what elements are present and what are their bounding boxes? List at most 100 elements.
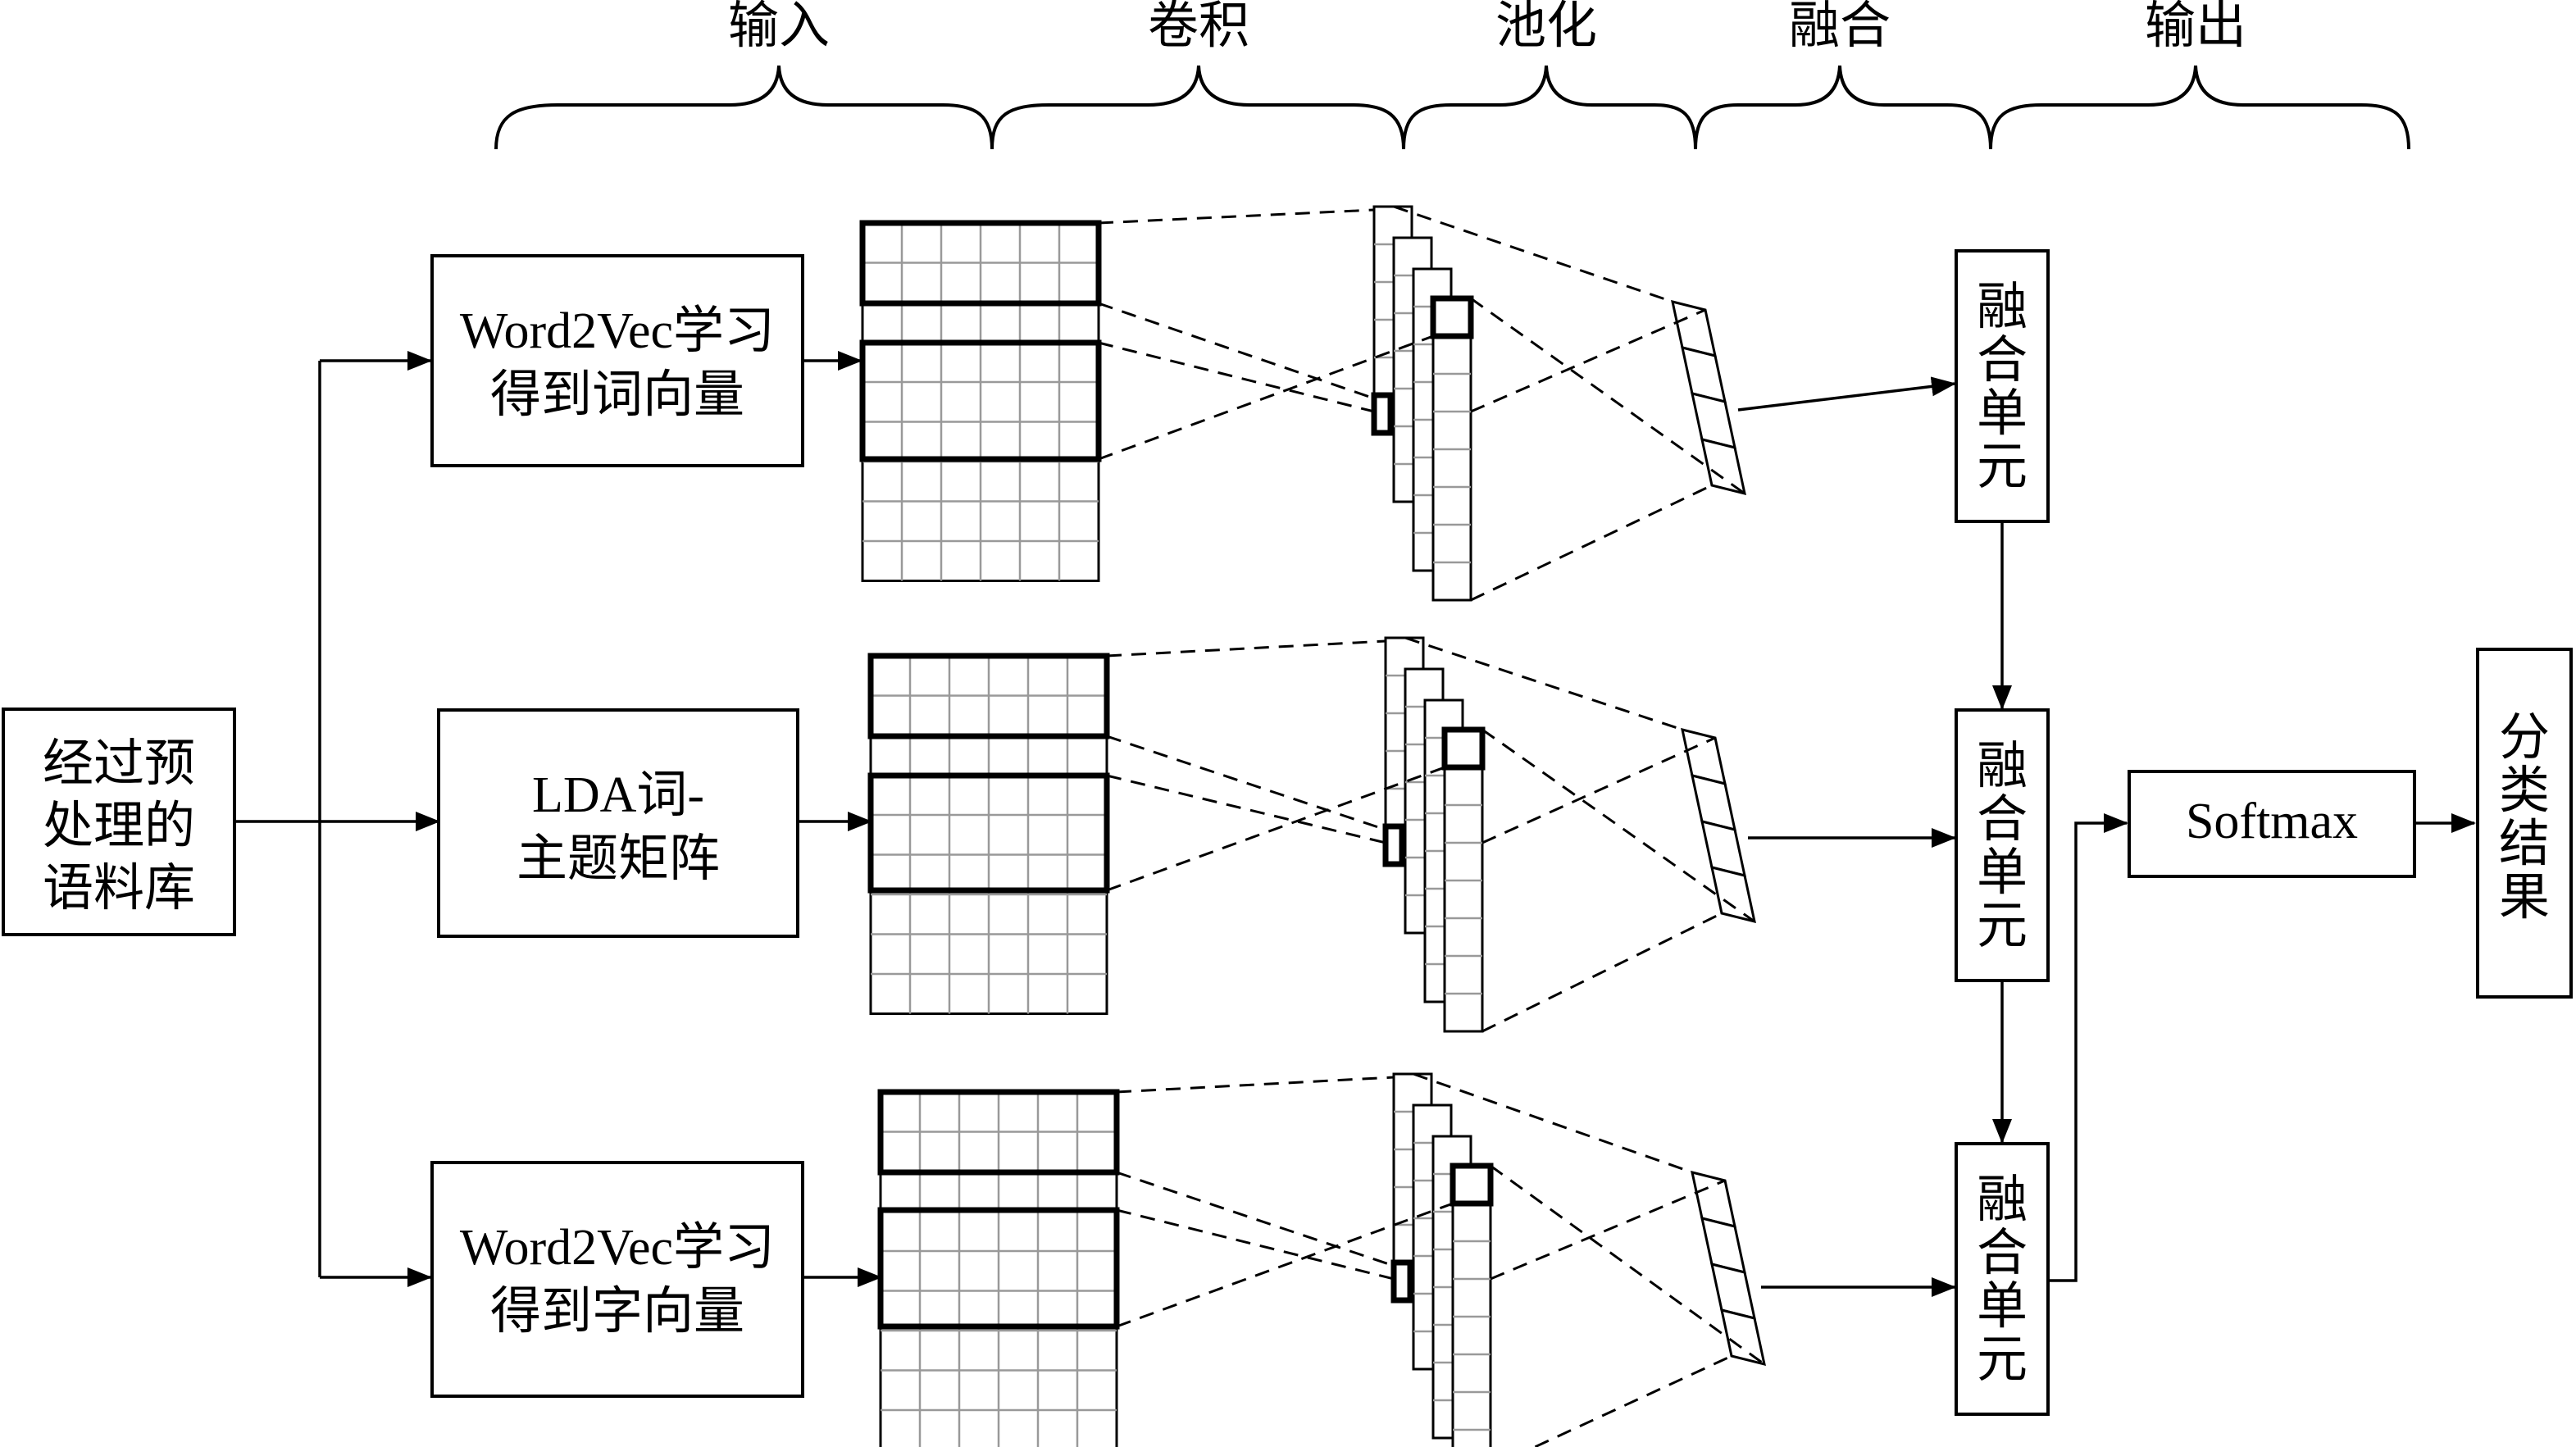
stage-braces xyxy=(494,65,2410,150)
dash-line xyxy=(1481,912,1723,1033)
dash-line xyxy=(1531,1354,1732,1447)
pooled-cell xyxy=(1700,437,1746,496)
fusion-2-char-3: 单 xyxy=(1977,845,2028,901)
dash-line xyxy=(1116,1171,1395,1267)
feature-map-highlight xyxy=(1450,1163,1494,1207)
dashes-branch-3 xyxy=(1116,1072,1765,1447)
fusion-1-char-3: 单 xyxy=(1977,386,2028,442)
pooled-cell xyxy=(1691,391,1736,450)
stage-labels: 输入 卷积 池化 融合 输出 xyxy=(728,0,2246,54)
brace-fusion xyxy=(1694,65,1992,150)
fusion-2-char-2: 合 xyxy=(1977,792,2028,848)
feature-map-highlight xyxy=(1371,392,1394,436)
fusion-3-char-1: 融 xyxy=(1977,1172,2028,1228)
feature-map-highlight xyxy=(1430,295,1474,339)
conv-window-highlight xyxy=(877,1207,1120,1330)
stage-label-output: 输出 xyxy=(2145,0,2246,54)
corpus-line-1: 经过预 xyxy=(43,736,195,792)
pooled-cell xyxy=(1671,299,1717,358)
conv-window-highlight xyxy=(859,220,1102,307)
stage-label-convolution: 卷积 xyxy=(1148,0,1249,54)
dash-line xyxy=(1098,341,1375,413)
connection-dashes xyxy=(1098,205,1765,1447)
result-char-4: 果 xyxy=(2499,870,2550,926)
dash-line xyxy=(1116,1202,1454,1328)
stage-label-fusion: 融合 xyxy=(1789,0,1891,54)
dash-line xyxy=(1098,334,1434,461)
dash-line xyxy=(1106,735,1386,831)
dashes-branch-1 xyxy=(1098,205,1745,602)
fusion-unit-3: 融 合 单 元 xyxy=(1955,1142,2050,1416)
branch-2-line-1: LDA词- xyxy=(532,767,704,823)
feature-map-stack-3 xyxy=(1390,1072,1494,1447)
feature-map-stack-2 xyxy=(1382,636,1486,1033)
fusion-2-char-1: 融 xyxy=(1977,739,2028,794)
pooled-cell xyxy=(1710,1262,1756,1321)
branch-3-line-1: Word2Vec学习 xyxy=(460,1220,775,1276)
brace-pooling xyxy=(1402,65,1697,150)
convolution-feature-maps xyxy=(1371,205,1494,1447)
corpus-line-3: 语料库 xyxy=(43,861,195,917)
dash-line xyxy=(1098,302,1375,400)
conv-window-highlight xyxy=(859,339,1102,462)
pooled-cell xyxy=(1700,819,1746,878)
brace-convolution xyxy=(990,65,1405,150)
feature-map-highlight xyxy=(1441,726,1486,771)
branch-1-line-1: Word2Vec学习 xyxy=(460,303,775,359)
branch-box-char-vectors: Word2Vec学习 得到字向量 xyxy=(430,1161,804,1398)
dashes-branch-2 xyxy=(1106,636,1755,1033)
feature-map-column xyxy=(1451,1164,1492,1447)
embedding-matrix-3 xyxy=(877,1089,1120,1447)
result-box: 分 类 结 果 xyxy=(2476,648,2573,999)
conv-window-highlight xyxy=(867,772,1110,894)
corpus-line-2: 处理的 xyxy=(43,799,195,854)
dash-line xyxy=(1098,208,1375,225)
dash-line xyxy=(1490,1179,1726,1281)
stage-label-input: 输入 xyxy=(728,0,830,54)
fusion-3-char-2: 合 xyxy=(1977,1226,2028,1281)
softmax-box: Softmax xyxy=(2128,770,2416,878)
result-char-1: 分 xyxy=(2499,710,2550,766)
dash-line xyxy=(1470,484,1713,602)
dash-line xyxy=(1481,736,1716,844)
result-char-2: 类 xyxy=(2499,763,2550,819)
embedding-matrices xyxy=(859,220,1120,1447)
fusion-1-char-4: 元 xyxy=(1977,439,2028,495)
branch-box-lda-matrix: LDA词- 主题矩阵 xyxy=(437,708,799,938)
dash-line xyxy=(1106,774,1386,844)
dash-line xyxy=(1413,1072,1693,1174)
pooled-vector-3 xyxy=(1691,1170,1766,1367)
fusion-3-char-4: 元 xyxy=(1977,1332,2028,1388)
brace-input xyxy=(494,65,994,150)
pooled-cell xyxy=(1691,1170,1736,1229)
corpus-distribution-arrows xyxy=(234,351,440,1287)
result-char-3: 结 xyxy=(2499,817,2550,872)
dash-line xyxy=(1106,766,1445,892)
fusion-unit-2: 融 合 单 元 xyxy=(1955,708,2050,982)
branch-2-line-2: 主题矩阵 xyxy=(517,831,720,887)
brace-output xyxy=(1989,65,2410,150)
pooled-cell xyxy=(1691,773,1736,832)
pooled-vector-2 xyxy=(1681,727,1756,924)
pooled-cell xyxy=(1700,1216,1746,1275)
embedding-matrix-2 xyxy=(867,653,1110,1015)
branch-3-line-2: 得到字向量 xyxy=(490,1284,744,1340)
conv-window-highlight xyxy=(867,653,1110,739)
pooled-vectors xyxy=(1671,299,1766,1367)
pooled-cell xyxy=(1720,1308,1766,1367)
embedding-matrix-1 xyxy=(859,220,1102,582)
dash-line xyxy=(1490,1164,1765,1366)
fusion-1-char-2: 合 xyxy=(1977,333,2028,389)
corpus-box: 经过预 处理的 语料库 xyxy=(2,708,236,936)
dash-line xyxy=(1470,297,1745,495)
fusion-unit-1: 融 合 单 元 xyxy=(1955,249,2050,523)
feature-map-stack-1 xyxy=(1371,205,1474,602)
branch-1-line-2: 得到词向量 xyxy=(490,367,744,423)
conv-window-highlight xyxy=(877,1089,1120,1176)
softmax-label: Softmax xyxy=(2186,794,2358,849)
fusion-3-char-3: 单 xyxy=(1977,1279,2028,1335)
pooled-cell xyxy=(1681,727,1727,786)
fusion-1-char-1: 融 xyxy=(1977,280,2028,335)
dash-line xyxy=(1481,728,1755,923)
